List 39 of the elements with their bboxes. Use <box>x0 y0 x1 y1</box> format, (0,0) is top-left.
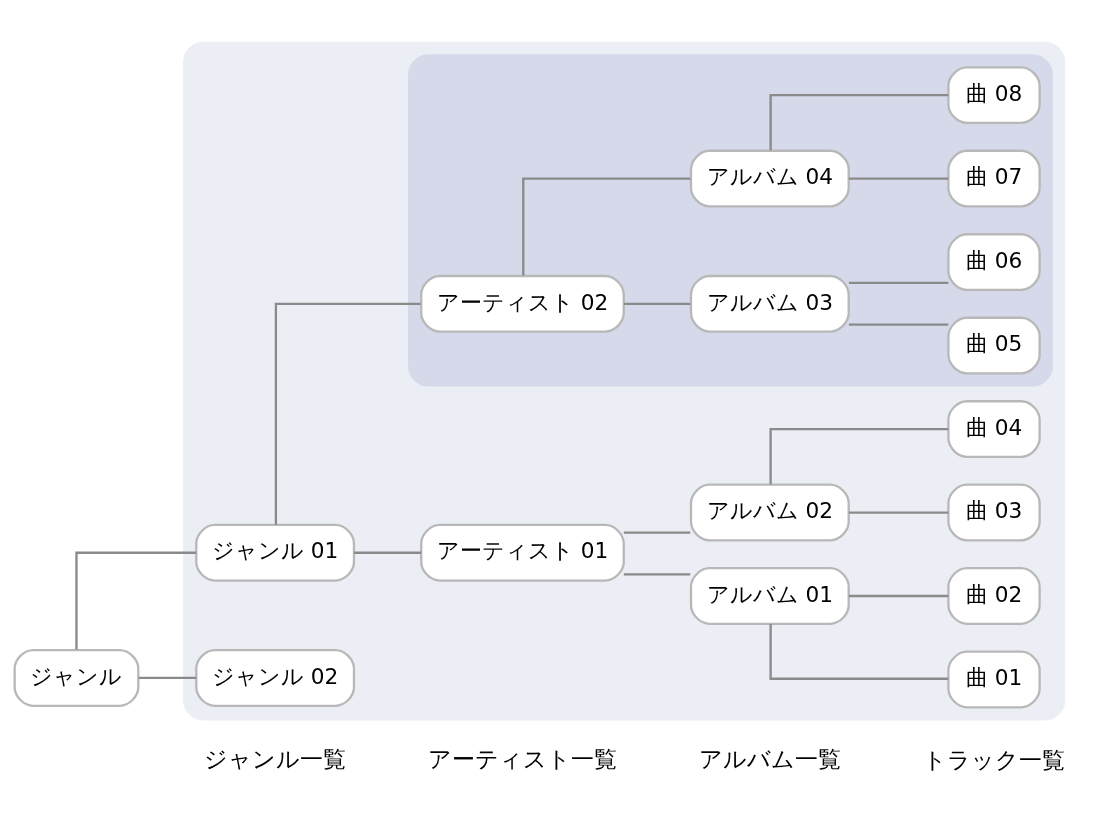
connector <box>769 624 949 680</box>
connector <box>848 177 949 180</box>
connector <box>138 676 197 680</box>
connector <box>769 427 949 485</box>
connector <box>354 551 422 554</box>
connector <box>623 573 691 576</box>
label: アーティスト一覧 <box>427 744 617 772</box>
connector <box>769 93 949 151</box>
node-box: ジャンル <box>13 648 140 707</box>
connector <box>75 551 197 650</box>
node-box: アーティスト 01 <box>420 523 625 582</box>
connector <box>848 511 949 514</box>
node-box: アルバム 04 <box>689 149 850 208</box>
node-box: ジャンル 01 <box>195 523 356 582</box>
node-box: 曲 06 <box>947 233 1041 292</box>
node-box: アルバム 02 <box>689 483 850 542</box>
node-box: 曲 07 <box>947 149 1041 208</box>
connector <box>848 323 949 326</box>
label: トラック一覧 <box>923 746 1066 774</box>
node-box: 曲 02 <box>947 567 1041 625</box>
label: アルバム一覧 <box>698 744 841 772</box>
label: ジャンル一覧 <box>204 744 347 772</box>
node-box: アーティスト 02 <box>420 274 625 333</box>
connector <box>623 531 691 534</box>
cluster <box>183 41 1066 721</box>
node-box: アルバム 01 <box>689 567 850 625</box>
cluster <box>408 54 1053 387</box>
node-box: 曲 08 <box>947 66 1041 125</box>
connector <box>274 302 421 525</box>
node-box: 曲 01 <box>947 650 1041 709</box>
connector <box>522 177 691 276</box>
connector <box>623 302 691 305</box>
connector <box>848 594 949 598</box>
node-box: 曲 04 <box>947 400 1041 459</box>
connector <box>848 281 949 285</box>
node-box: 曲 03 <box>947 483 1041 542</box>
node-box: 曲 05 <box>947 316 1041 375</box>
node-box: アルバム 03 <box>689 274 850 333</box>
node-box: ジャンル 02 <box>195 648 356 707</box>
